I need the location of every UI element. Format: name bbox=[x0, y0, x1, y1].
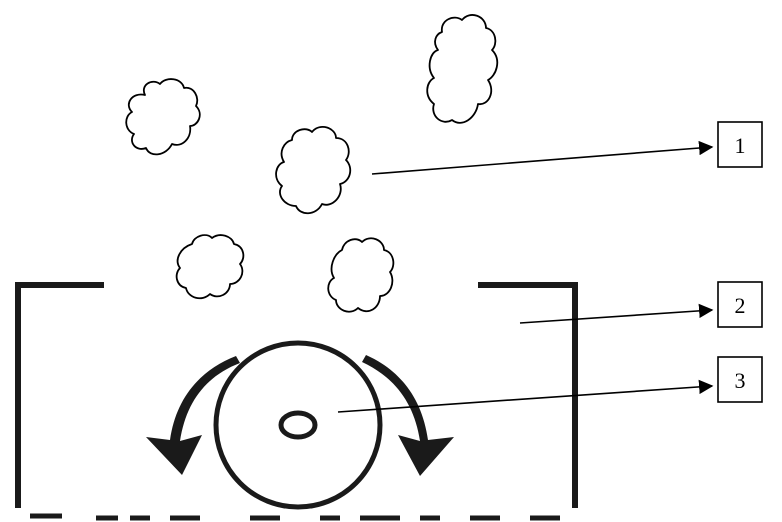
particle-2 bbox=[427, 15, 497, 123]
container-left-wall bbox=[18, 285, 104, 508]
label-text-1: 1 bbox=[735, 133, 746, 158]
label-2: 2 bbox=[718, 282, 762, 327]
particle-5 bbox=[328, 238, 393, 311]
particle-group bbox=[126, 15, 497, 312]
leader-lines bbox=[338, 147, 712, 412]
rotor-assembly bbox=[146, 343, 454, 507]
container-bottom-edge bbox=[30, 516, 560, 518]
label-1: 1 bbox=[718, 122, 762, 167]
rotation-arrow-left-icon bbox=[146, 356, 240, 475]
rotor-disc bbox=[216, 343, 380, 507]
label-text-3: 3 bbox=[735, 368, 746, 393]
leader-line-2 bbox=[520, 310, 712, 323]
particle-1 bbox=[126, 79, 200, 154]
label-text-2: 2 bbox=[735, 293, 746, 318]
particle-3 bbox=[276, 127, 350, 213]
leader-line-3 bbox=[338, 386, 712, 412]
rotor-hub bbox=[281, 413, 315, 437]
particle-4 bbox=[177, 235, 244, 298]
leader-line-1 bbox=[372, 147, 712, 174]
label-3: 3 bbox=[718, 357, 762, 402]
